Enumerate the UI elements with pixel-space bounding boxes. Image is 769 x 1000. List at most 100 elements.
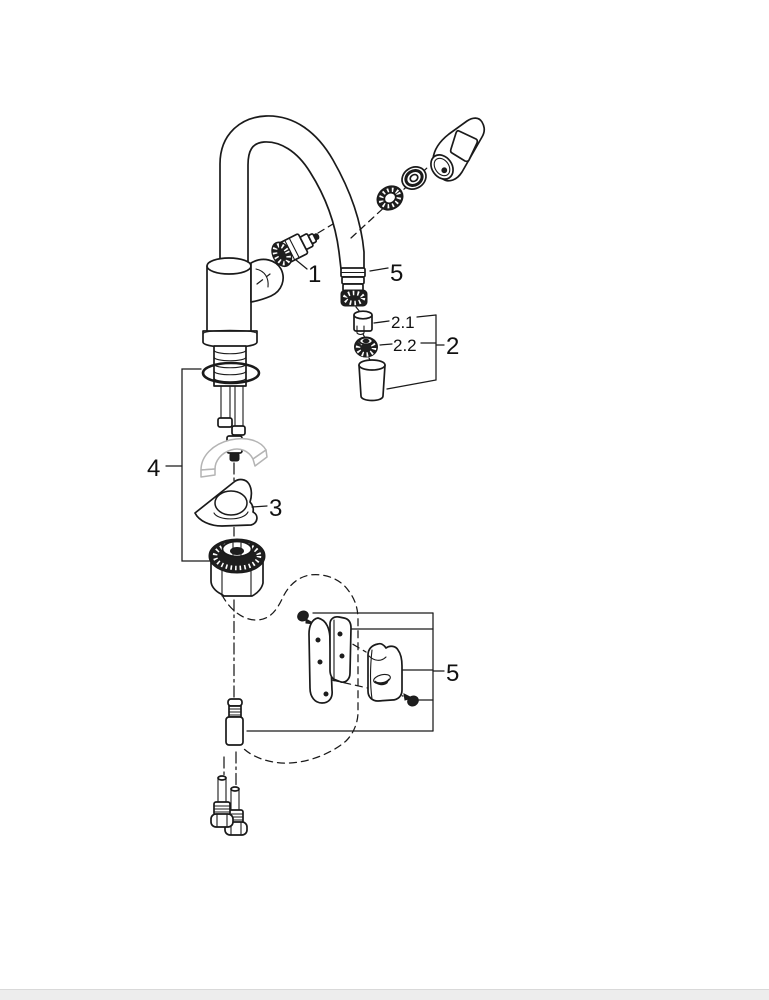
plate-hole <box>214 490 248 516</box>
plate-outline <box>194 478 258 527</box>
seal-ring-bore <box>362 338 370 344</box>
holder-clip-contour <box>369 649 373 700</box>
bracket-hole-4 <box>339 653 345 659</box>
handle-boss-contour <box>255 268 269 288</box>
callout-label-1: 1 <box>308 261 321 288</box>
connector-body <box>225 716 244 746</box>
nut-bore-dark <box>230 547 244 555</box>
callout-1-leader <box>295 259 308 270</box>
hose-left-hex <box>210 813 234 828</box>
hose-nut-knurl <box>378 187 402 209</box>
hose-left-hex-facets <box>216 813 228 828</box>
sleeve-top <box>358 359 386 371</box>
stabilising-plate-part <box>194 478 268 527</box>
callout-label-5-top: 5 <box>390 260 403 287</box>
fixing-set-bracket <box>165 368 212 562</box>
callout-5-top-leader <box>369 267 389 272</box>
check-valve-top <box>353 310 373 320</box>
hose-knurl-texture <box>342 290 366 306</box>
spray-nozzle-mouth <box>430 154 454 180</box>
sleeve-body <box>358 364 386 402</box>
shank-thread-2 <box>213 356 247 362</box>
group4-bracket <box>181 368 212 562</box>
hose-right-tube <box>230 788 240 812</box>
faucet-spout <box>201 115 365 537</box>
hose-loop-dashed <box>221 573 359 764</box>
base-flange <box>202 330 258 349</box>
screw-bottom-head <box>407 695 419 707</box>
hose-right-top <box>230 786 240 792</box>
ghost-lip-right <box>252 449 268 467</box>
ghost-cover-part <box>200 437 268 478</box>
supply-tube-left <box>220 385 231 420</box>
cone-ring-mid <box>404 169 424 187</box>
shank-thread-1 <box>213 349 247 355</box>
connector-group-parts <box>353 306 445 402</box>
nut-hex-facets <box>221 568 252 597</box>
spout-arc-outline <box>219 115 365 282</box>
cartridge-tip-nub <box>313 233 320 240</box>
wall-bracket <box>308 615 352 704</box>
hose-left-coupler-ribs <box>213 805 231 813</box>
hose-holder-set <box>246 610 445 732</box>
cartridge-align-dash-left <box>256 273 271 285</box>
nipple-tip <box>229 452 240 462</box>
group2-bracket <box>386 314 437 390</box>
bracket-hole-3 <box>337 631 343 637</box>
callout-label-2-1: 2.1 <box>391 313 415 332</box>
o-ring <box>201 361 261 385</box>
faucet-body <box>206 265 252 334</box>
holder-clip-notch <box>368 655 387 661</box>
wall-bracket-block <box>329 615 352 683</box>
callout-3-leader <box>251 505 268 508</box>
supply-hose-left <box>210 775 234 828</box>
check-valve-notch <box>356 325 365 336</box>
callout-label-3: 3 <box>269 495 282 522</box>
page-bottom-strip <box>0 989 769 1000</box>
hose-left-top <box>217 775 227 781</box>
spray-nozzle-inner <box>433 157 451 177</box>
threaded-shank <box>213 345 247 387</box>
bracket-hole-5 <box>323 691 329 697</box>
valve-cartridge-part <box>256 223 334 285</box>
callout-22-leader <box>379 343 393 346</box>
holder-clip-body <box>367 642 403 702</box>
ghost-lip-left <box>200 468 216 478</box>
hose-connector-part <box>225 698 244 746</box>
hose-nut-bore <box>383 191 397 205</box>
faucet-body-top <box>206 257 252 275</box>
tube-left-collar <box>217 417 233 428</box>
connector-cap <box>227 698 243 707</box>
handle-boss <box>250 258 284 303</box>
cartridge-align-dash-right <box>317 223 334 234</box>
tube-right-collar <box>231 425 246 436</box>
callout-label-4: 4 <box>147 455 160 482</box>
spray-nozzle-dot <box>441 167 448 174</box>
callout-21-leader <box>373 320 390 324</box>
spray-head-assembly <box>350 117 486 239</box>
supply-hoses <box>210 775 248 836</box>
base-flange-edge <box>202 329 258 335</box>
hose-left-tube <box>217 777 227 804</box>
hose-band <box>341 276 365 285</box>
holder-screw-bottom <box>403 693 419 707</box>
mounting-nut-part <box>208 538 266 597</box>
connector-rib-lines <box>228 708 242 716</box>
plate-bottom-lip <box>213 511 249 520</box>
shank-thread-4 <box>213 370 247 376</box>
hose-routing <box>221 573 359 790</box>
spray-head-window <box>449 129 479 163</box>
callout-label-5-bottom: 5 <box>446 660 459 687</box>
holder-clip <box>367 642 403 702</box>
pull-out-hose-part <box>340 267 389 307</box>
supply-tube-right <box>234 385 244 429</box>
bracket-hole-1 <box>315 637 321 643</box>
nut-knurl-texture <box>212 541 262 571</box>
callout-21-to-bracket <box>416 314 437 318</box>
holder-clip-slot-shade <box>374 678 390 686</box>
cone-ring-bore <box>409 173 419 183</box>
callout-label-2: 2 <box>446 333 459 360</box>
bracket-hole-2 <box>317 659 323 665</box>
